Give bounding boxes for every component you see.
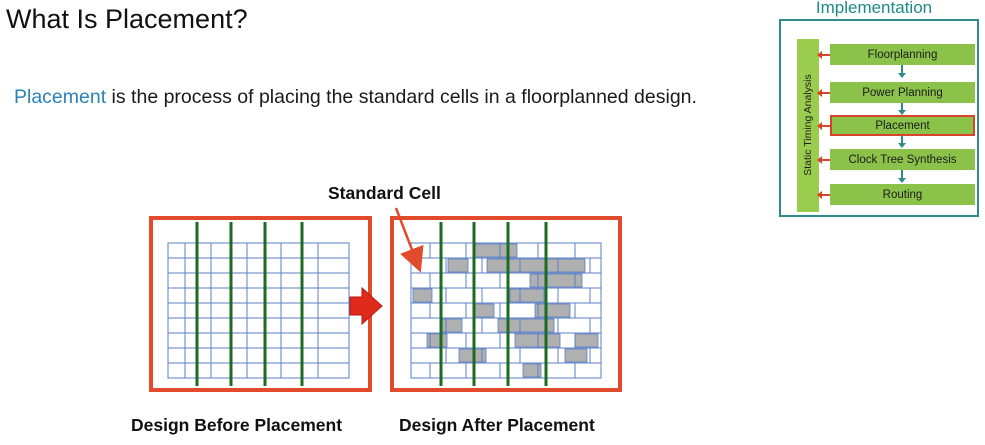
sta-feedback-arrow	[817, 51, 830, 59]
standard-cell	[486, 258, 586, 273]
design-after-panel	[390, 216, 622, 392]
after-power-rails	[439, 222, 548, 386]
caption-after: Design After Placement	[399, 415, 595, 435]
flow-down-arrow	[898, 65, 906, 78]
flow-down-arrow	[898, 136, 906, 148]
placement-term: Placement	[14, 86, 107, 108]
standard-cell	[473, 303, 495, 318]
standard-cell	[574, 333, 599, 348]
design-before-panel	[149, 216, 372, 392]
step-power-planning: Power Planning	[830, 82, 975, 103]
caption-before: Design Before Placement	[131, 415, 343, 435]
implementation-flow-panel: Static Timing Analysis Floorplanning Pow…	[779, 19, 979, 217]
standard-cell-label: Standard Cell	[328, 183, 441, 203]
step-placement: Placement	[830, 115, 975, 136]
standard-cell	[522, 363, 542, 378]
standard-cell	[439, 318, 463, 333]
standard-cell	[474, 243, 518, 258]
before-power-rails	[195, 222, 304, 386]
sta-feedback-arrow	[817, 191, 830, 199]
implementation-title: Implementation	[815, 0, 933, 17]
step-routing: Routing	[830, 184, 975, 205]
sta-feedback-arrow	[817, 89, 830, 97]
sta-bar	[797, 39, 819, 212]
standard-cell	[497, 318, 555, 333]
sta-feedback-arrow	[817, 156, 830, 164]
step-clock-tree-synthesis: Clock Tree Synthesis	[830, 149, 975, 170]
standard-cell-pointer-arrow	[394, 207, 424, 273]
standard-cell	[564, 348, 588, 363]
placement-row	[167, 362, 350, 379]
after-row-grid	[410, 242, 602, 379]
flow-down-arrow	[898, 103, 906, 115]
step-floorplanning: Floorplanning	[830, 44, 975, 65]
before-row-grid	[167, 242, 350, 379]
standard-cell	[509, 288, 545, 303]
placement-definition: Placement is the process of placing the …	[14, 86, 697, 109]
before-frame	[149, 216, 372, 392]
flow-down-arrow	[898, 170, 906, 183]
transition-arrow-icon	[349, 286, 383, 326]
standard-cell	[447, 258, 469, 273]
slide-title: What Is Placement?	[6, 4, 248, 34]
standard-cell	[529, 273, 583, 288]
standard-cell	[412, 288, 433, 303]
definition-text: is the process of placing the standard c…	[106, 86, 697, 108]
sta-feedback-arrow	[817, 122, 830, 130]
standard-cell	[534, 303, 571, 318]
placement-row	[410, 362, 602, 379]
